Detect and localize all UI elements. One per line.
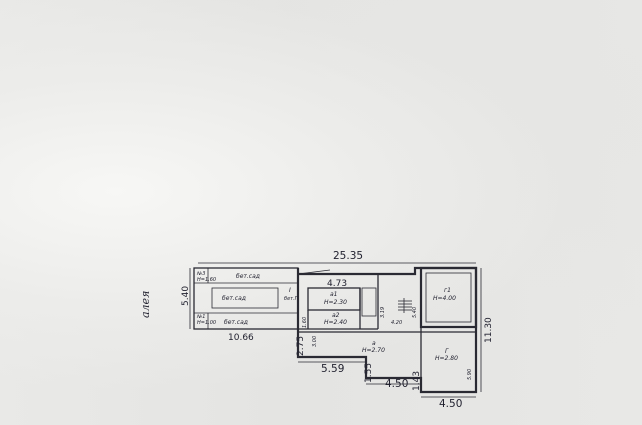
garage-g1-outer xyxy=(419,266,478,329)
label-bs-sad-mid: бет.сад xyxy=(222,295,246,302)
label-a1: а1 xyxy=(330,291,338,298)
dim-total-length: 25.35 xyxy=(333,250,363,262)
label-bs-sad-top: бет.сад xyxy=(236,273,260,280)
dim-143: 1.43 xyxy=(412,371,422,391)
label-a-h: H=2.70 xyxy=(362,347,385,354)
label-n3: №3 xyxy=(196,271,205,277)
label-n1-h: H=1.00 xyxy=(197,320,216,326)
dim-473: 4.73 xyxy=(327,279,347,289)
label-a2-h: H=2.40 xyxy=(324,319,347,326)
dim-319: 3.19 xyxy=(380,307,386,318)
dim-540: 5.40 xyxy=(412,307,418,318)
house-outline xyxy=(296,266,478,394)
stairs-icon xyxy=(398,298,412,313)
dim-450a: 4.50 xyxy=(385,378,408,390)
garage-g1-inner xyxy=(425,272,472,323)
label-a: а xyxy=(372,340,376,347)
label-a2: а2 xyxy=(332,312,340,319)
label-g1: г1 xyxy=(444,287,451,294)
house-interior-ledge xyxy=(297,269,331,275)
label-lit1-sub: бет.П xyxy=(284,296,299,302)
dim-450b: 4.50 xyxy=(439,398,462,410)
label-bs-sad-bot: бет.сад xyxy=(224,319,248,326)
label-g-h: H=2.80 xyxy=(435,355,458,362)
dim-590: 5.90 xyxy=(467,369,473,380)
label-lit1: І xyxy=(289,287,291,294)
dim-right-height: 11.30 xyxy=(484,317,494,343)
dim-275: 2.75 xyxy=(296,336,306,356)
label-n3-h: H=1.60 xyxy=(197,277,216,283)
dim-155: 1.55 xyxy=(364,363,374,383)
dim-300: 3.00 xyxy=(312,336,318,347)
label-n1: №1 xyxy=(196,314,205,320)
street-label: алея xyxy=(139,291,152,318)
dim-mid-len: 10.66 xyxy=(228,333,254,343)
dim-left-height: 5.40 xyxy=(181,286,191,306)
inner-bed xyxy=(211,287,279,309)
label-a1-h: H=2.30 xyxy=(324,299,347,306)
dim-160: 1.60 xyxy=(302,317,308,328)
small-closet xyxy=(361,287,377,317)
label-g: Г xyxy=(445,348,449,355)
label-g1-h: H=4.00 xyxy=(433,295,456,302)
dim-559: 5.59 xyxy=(321,363,344,375)
dim-420: 4.20 xyxy=(391,320,402,326)
